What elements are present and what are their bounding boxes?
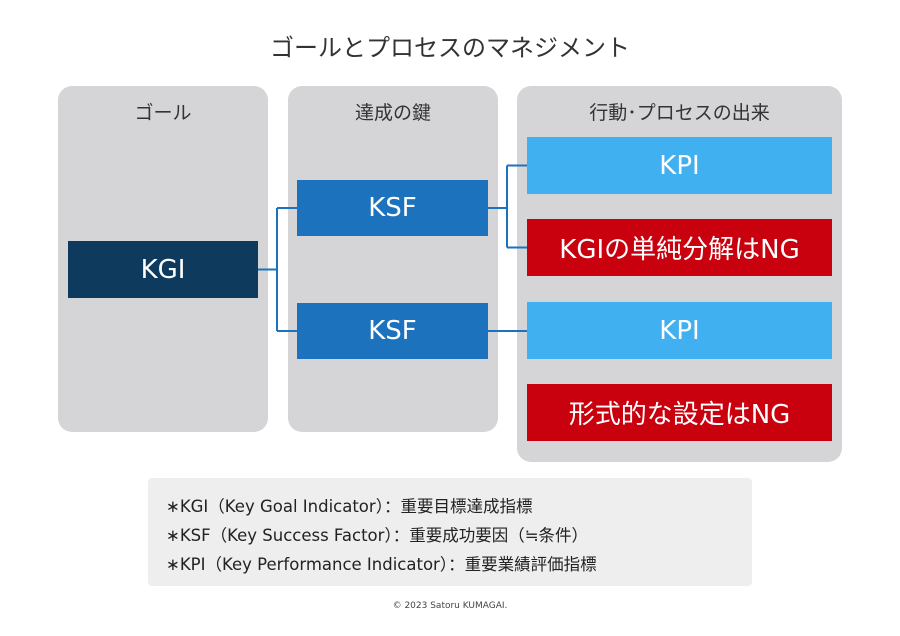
column-ksf: 達成の鍵 bbox=[288, 86, 498, 432]
note-ksf: ∗KSF（Key Success Factor）：重要成功要因（≒条件） bbox=[166, 526, 589, 545]
column-process-heading: 行動･プロセスの出来 bbox=[589, 102, 770, 124]
kgi-box: KGI bbox=[68, 241, 258, 298]
ksf-box-2: KSF bbox=[297, 303, 488, 359]
kpi-box-2: KPI bbox=[527, 302, 832, 359]
note-kpi: ∗KPI（Key Performance Indicator）：重要業績評価指標 bbox=[166, 555, 597, 574]
copyright-notice: © 2023 Satoru KUMAGAI. bbox=[392, 601, 508, 611]
ksf-box-1: KSF bbox=[297, 180, 488, 236]
diagram-title: ゴールとプロセスのマネジメント bbox=[270, 34, 630, 62]
column-ksf-heading: 達成の鍵 bbox=[354, 102, 431, 124]
ng-box-1: KGIの単純分解はNG bbox=[527, 219, 832, 276]
note-kgi: ∗KGI（Key Goal Indicator）：重要目標達成指標 bbox=[166, 497, 533, 516]
column-goal-heading: ゴール bbox=[134, 102, 192, 124]
kpi-box-1: KPI bbox=[527, 137, 832, 194]
ng-box-2: 形式的な設定はNG bbox=[527, 384, 832, 441]
glossary-notes: ∗KGI（Key Goal Indicator）：重要目標達成指標 ∗KSF（K… bbox=[148, 478, 752, 586]
